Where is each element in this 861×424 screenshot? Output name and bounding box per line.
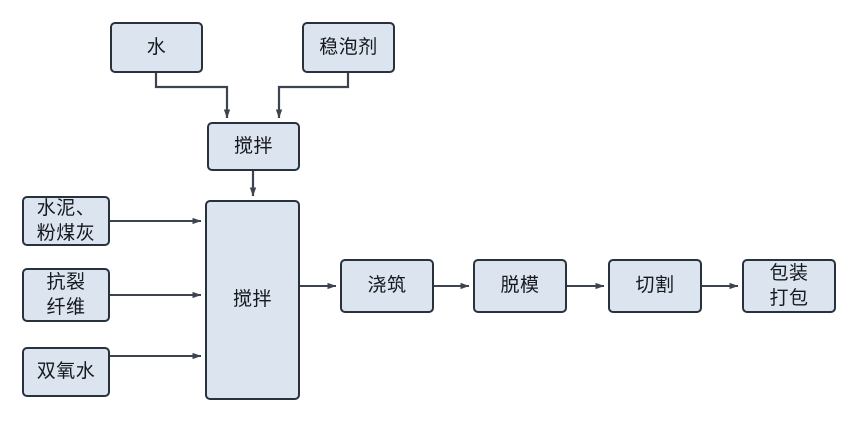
node-demolding[interactable]: 脱模 [473, 259, 567, 313]
edge-water-to-mix1 [154, 73, 231, 119]
node-water[interactable]: 水 [110, 22, 203, 73]
node-cement-flyash[interactable]: 水泥、 粉煤灰 [22, 196, 110, 246]
node-hydrogen-peroxide[interactable]: 双氧水 [22, 347, 110, 397]
node-anticrack-fiber[interactable]: 抗裂 纤维 [22, 268, 110, 322]
edge-stabilizer-to-mix1 [275, 73, 350, 119]
node-mixing-first[interactable]: 搅拌 [207, 122, 300, 171]
node-packaging[interactable]: 包装 打包 [742, 259, 836, 313]
node-mixing-main[interactable]: 搅拌 [205, 200, 300, 400]
node-stabilizer[interactable]: 稳泡剂 [302, 22, 395, 73]
node-cutting[interactable]: 切割 [608, 259, 702, 313]
node-casting[interactable]: 浇筑 [340, 259, 434, 313]
